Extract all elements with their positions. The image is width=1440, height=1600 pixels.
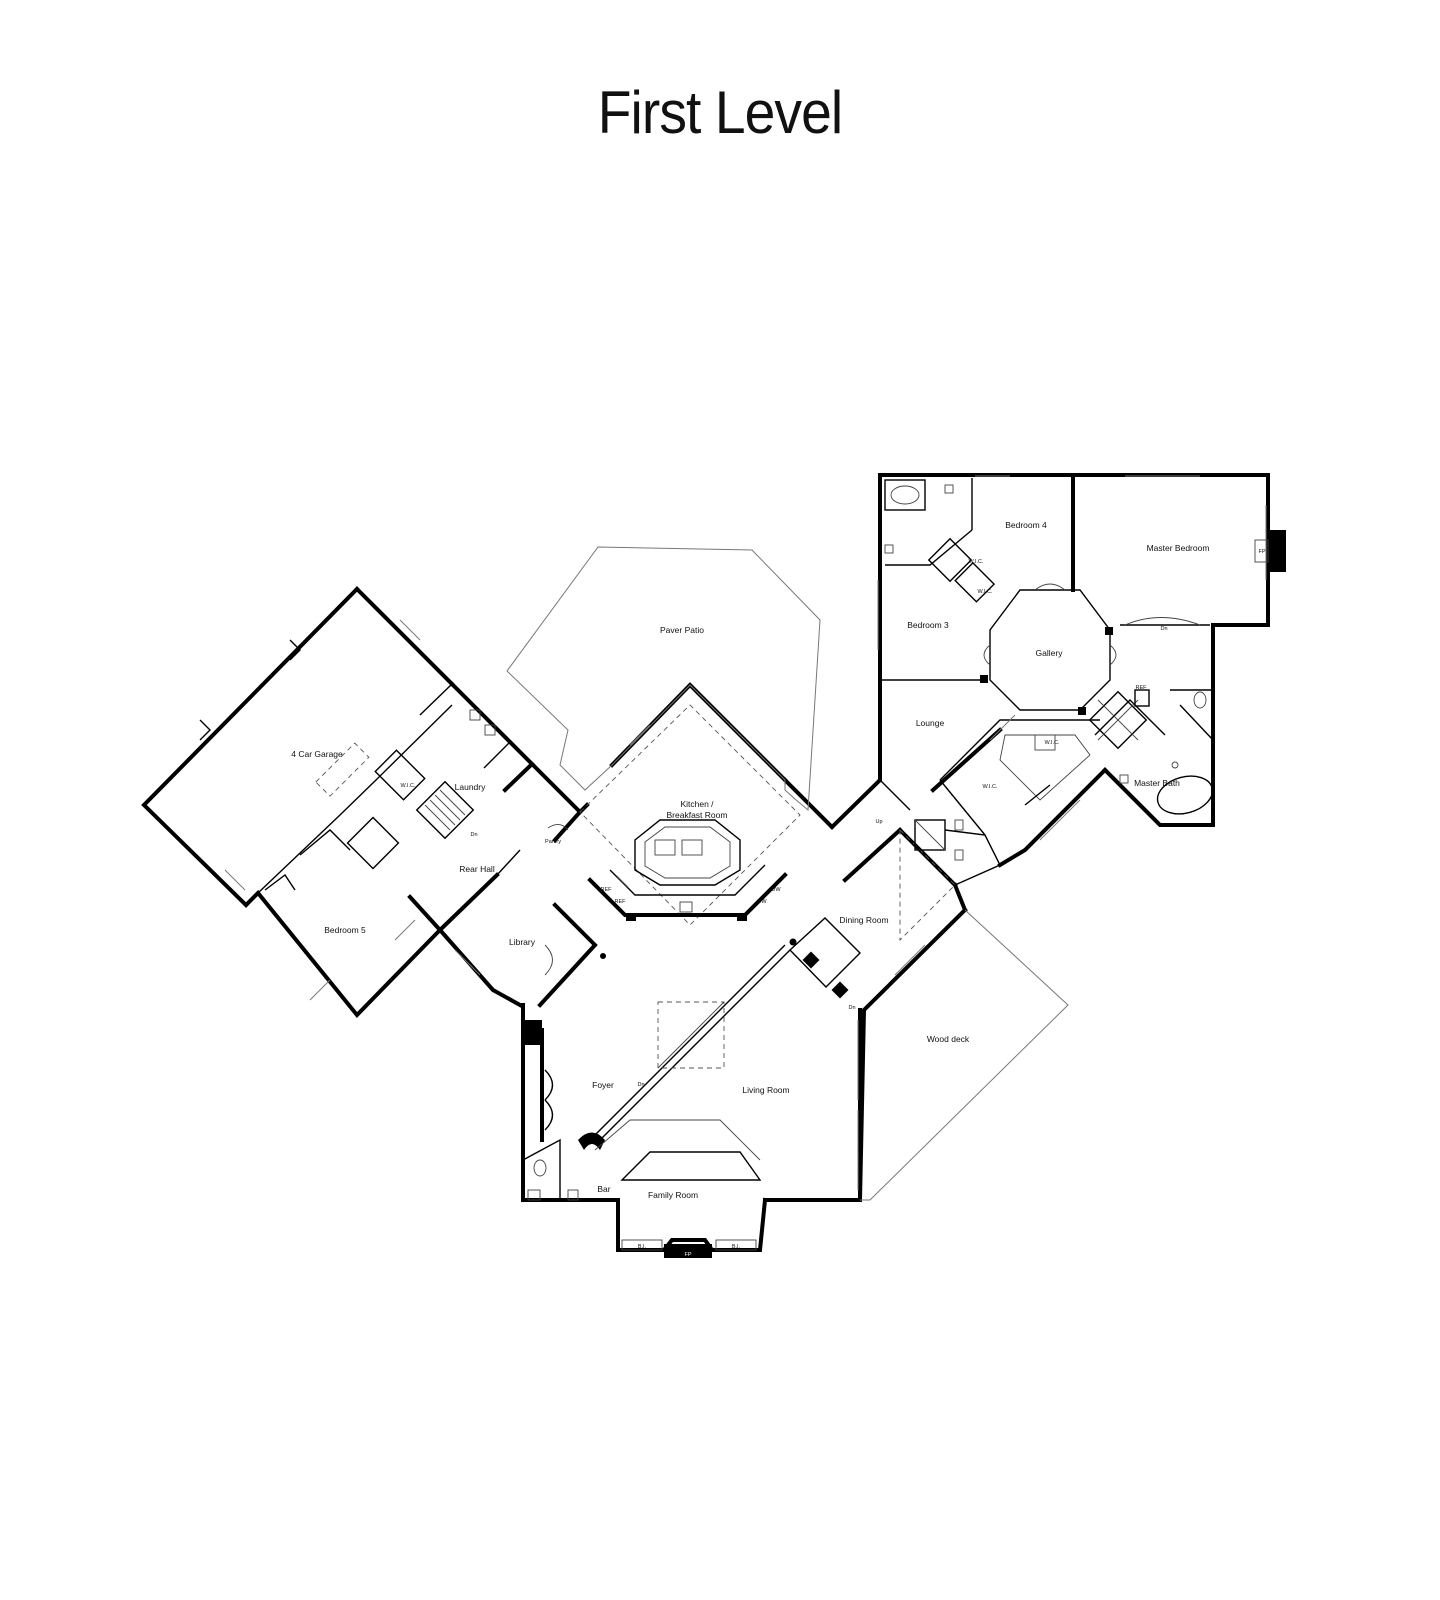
paver-patio [506,546,821,812]
wood-deck [860,909,1069,1201]
label-rear-hall: Rear Hall [459,864,495,874]
label-wood-deck: Wood deck [927,1034,970,1044]
label-dn-master: Dn [1160,626,1167,632]
label-bar: Bar [597,1184,610,1194]
label-dw-kitchen-b: DW [771,887,781,893]
label-master-bath: Master Bath [1134,778,1180,788]
foyer-family [521,1003,768,1258]
room-labels: 4 Car Garage Laundry W.I.C. Pantry Rear … [291,520,1209,1200]
label-master-bedroom: Master Bedroom [1147,543,1210,553]
label-dn-dining: Dn [848,1005,855,1011]
label-family: Family Room [648,1190,698,1200]
label-bi-left: B.I. [638,1244,647,1250]
label-bedroom4: Bedroom 4 [1005,520,1047,530]
label-living: Living Room [742,1085,789,1095]
label-wic-laundry: W.I.C. [401,783,416,789]
label-dining: Dining Room [839,915,888,925]
label-lounge: Lounge [916,718,945,728]
label-garage: 4 Car Garage [291,749,343,759]
label-gallery: Gallery [1036,648,1064,658]
label-wic-lounge: W.I.C. [983,784,998,790]
label-ref-kitchen-b: REF [615,899,627,905]
label-ref-bath: REF [1136,685,1148,691]
label-wic-b4b: W.I.C. [978,589,993,595]
label-library: Library [509,937,536,947]
page-title: First Level [597,79,843,146]
label-foyer: Foyer [592,1080,614,1090]
bedroom-wing [877,473,1286,886]
label-paver-patio: Paver Patio [660,625,704,635]
label-ref-kitchen-a: REF [601,887,613,893]
label-dw-kitchen-a: DW [757,899,767,905]
label-bi-right: B.I. [732,1244,741,1250]
label-kitchen-1: Kitchen / [680,799,714,809]
library [437,849,606,1008]
dining-living [589,698,968,1203]
label-dn-rear: Dn [470,832,477,838]
label-pantry: Pantry [545,839,561,845]
label-fp-family: FP [684,1252,691,1258]
label-up: Up [875,819,882,825]
label-kitchen-2: Breakfast Room [667,810,728,820]
label-dn-foyer: Dn [637,1082,644,1088]
label-bedroom5: Bedroom 5 [324,925,366,935]
garage-wing [141,586,583,1019]
label-wic-master: W.I.C. [1045,740,1060,746]
label-wic-b4a: W.I.C. [969,559,984,565]
label-laundry: Laundry [455,782,486,792]
label-fp-master: FP [1258,549,1265,555]
label-bedroom3: Bedroom 3 [907,620,949,630]
fixture-labels: REF REF DW DW REF Dn Dn Dn Dn Up FP FP B… [470,549,1265,1258]
